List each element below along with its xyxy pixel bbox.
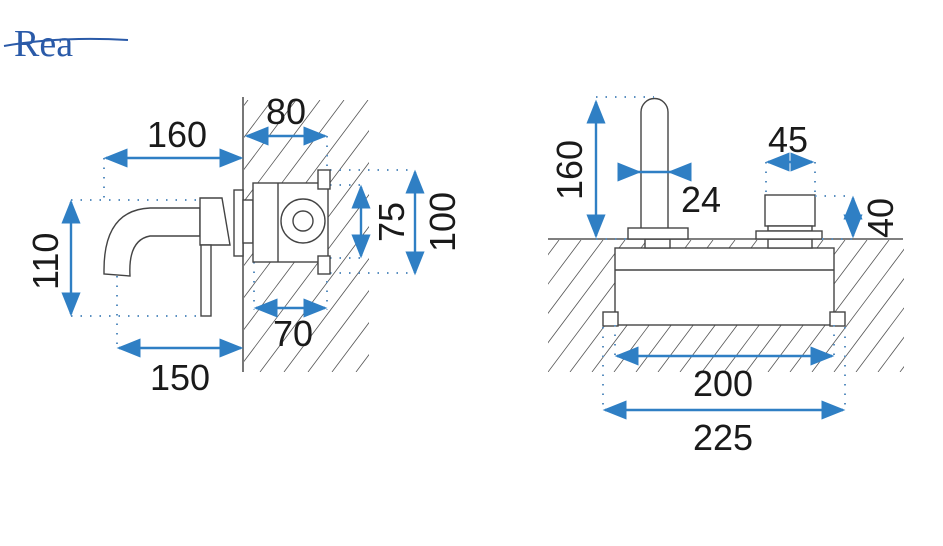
foot-right bbox=[829, 311, 846, 327]
dim-100: 100 bbox=[422, 192, 463, 252]
hatch-line bbox=[244, 194, 369, 362]
dim-40: 40 bbox=[860, 198, 901, 238]
dim-160-reach: 160 bbox=[147, 114, 207, 155]
rea-logo: Rea bbox=[3, 23, 129, 65]
dim-70: 70 bbox=[273, 313, 313, 354]
knob-plate bbox=[755, 230, 823, 240]
lever bbox=[200, 244, 212, 317]
mount-tab-bottom bbox=[317, 255, 331, 275]
mount-tab-top bbox=[317, 169, 331, 190]
dim-75: 75 bbox=[371, 202, 412, 242]
foot-left bbox=[602, 311, 619, 327]
hatch-line bbox=[438, 240, 537, 372]
dim-24: 24 bbox=[681, 179, 721, 220]
dim-45: 45 bbox=[768, 119, 808, 160]
hatch-line bbox=[833, 277, 904, 372]
hatch-line bbox=[548, 240, 582, 285]
hatch-line bbox=[877, 336, 904, 372]
hatch-line bbox=[548, 240, 560, 256]
hatch-line bbox=[331, 322, 369, 372]
hatch-line bbox=[548, 240, 626, 344]
dim-80: 80 bbox=[266, 91, 306, 132]
spout bbox=[103, 207, 201, 277]
logo-text: Rea bbox=[14, 23, 73, 65]
dim-160-height: 160 bbox=[549, 140, 590, 200]
concealed-box bbox=[614, 247, 835, 326]
connector bbox=[242, 199, 254, 244]
dim-225: 225 bbox=[693, 417, 753, 458]
side-view: 160 80 110 150 70 75 100 bbox=[25, 91, 463, 398]
handle-body bbox=[199, 197, 231, 246]
spout-base bbox=[627, 227, 689, 240]
dim-200: 200 bbox=[693, 363, 753, 404]
knob bbox=[764, 194, 816, 227]
escutcheon bbox=[233, 189, 244, 257]
dim-110: 110 bbox=[25, 233, 66, 290]
hatch-line bbox=[283, 258, 369, 372]
front-view: 160 24 45 40 200 225 bbox=[416, 96, 904, 458]
hatch-line bbox=[548, 240, 604, 315]
hatch-line bbox=[416, 240, 515, 372]
spout-vertical bbox=[640, 97, 669, 230]
hatch-line bbox=[855, 307, 904, 372]
dim-150: 150 bbox=[150, 357, 210, 398]
hatch-line bbox=[307, 290, 369, 372]
hatch-line bbox=[899, 365, 904, 372]
